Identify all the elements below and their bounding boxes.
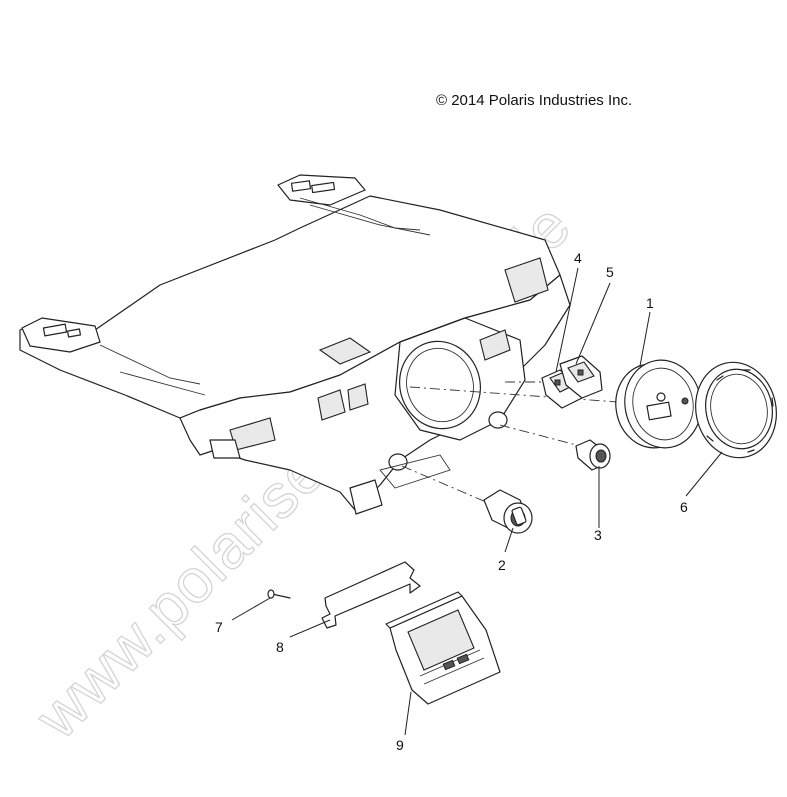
callout-7: 7: [215, 619, 223, 635]
copyright-notice: © 2014 Polaris Industries Inc.: [436, 92, 633, 109]
callout-5: 5: [606, 264, 614, 280]
ignition-switch-part-2: [483, 489, 533, 534]
callout-9: 9: [396, 737, 404, 753]
power-outlet-part-3: [575, 439, 611, 471]
display-part-9: [385, 591, 501, 705]
callout-3: 3: [594, 527, 602, 543]
bezel-ring-part-6: [695, 361, 777, 459]
callout-1: 1: [646, 295, 654, 311]
switch-part-5: [559, 355, 603, 399]
callout-labels: 1 2 3 4 5 6 7 8 9: [215, 250, 688, 753]
callout-4: 4: [574, 250, 582, 266]
bolt-part-7: [267, 589, 291, 599]
dashboard-panel: [19, 174, 571, 515]
bracket-part-8: [321, 561, 421, 629]
callout-2: 2: [498, 557, 506, 573]
gauge-part-1: [615, 359, 702, 449]
callout-8: 8: [276, 639, 284, 655]
callout-6: 6: [680, 499, 688, 515]
leader-lines: [231, 267, 723, 736]
